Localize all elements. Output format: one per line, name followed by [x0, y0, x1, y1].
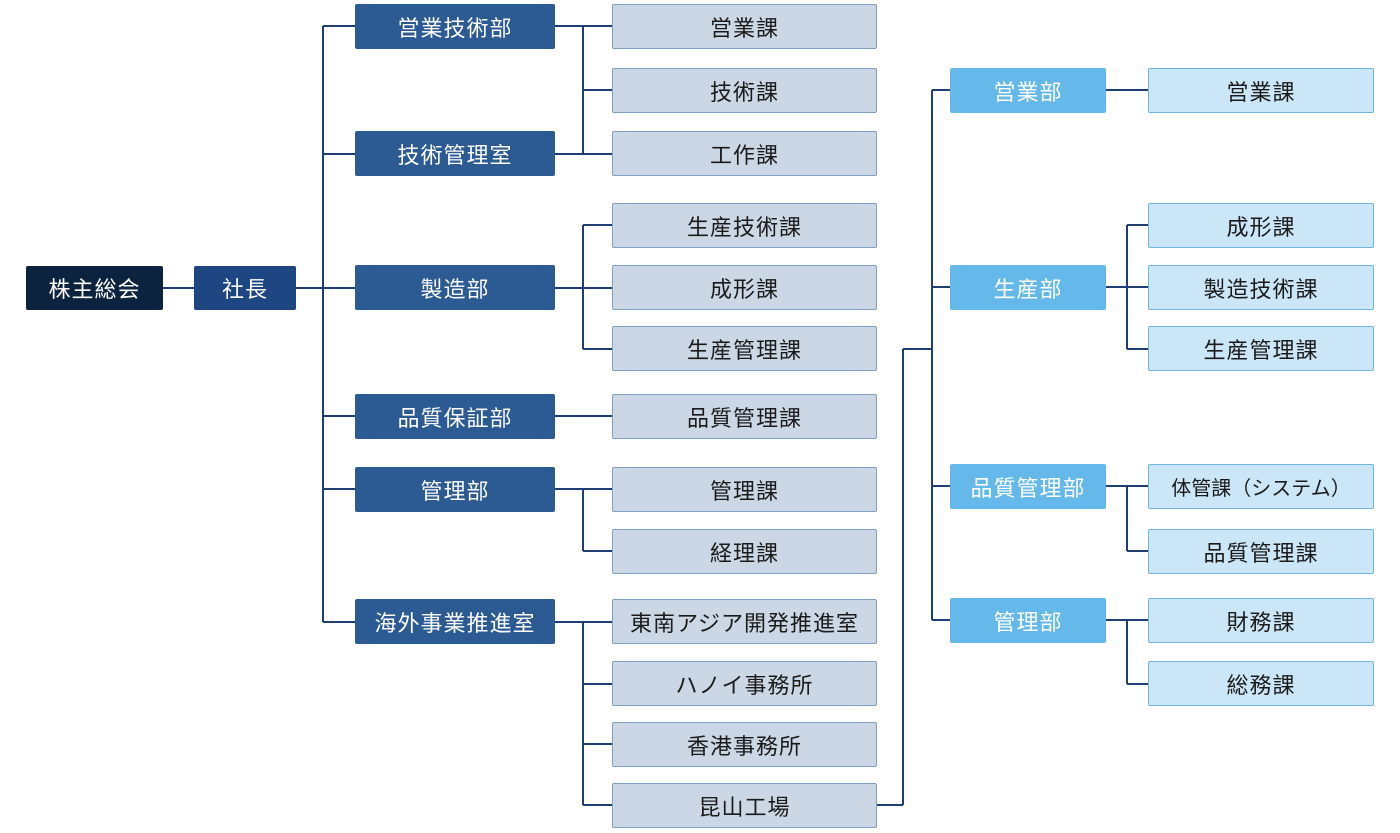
- section-box: 成形課: [612, 265, 877, 310]
- shareholders-meeting-box: 株主総会: [26, 266, 163, 310]
- section-box: 経理課: [612, 529, 877, 574]
- department-box: 品質保証部: [355, 394, 555, 439]
- plant-section-box: 製造技術課: [1148, 265, 1374, 310]
- department-box: 製造部: [355, 265, 555, 310]
- plant-section-box: 体管課（システム）: [1148, 464, 1374, 509]
- section-box: 東南アジア開発推進室: [612, 599, 877, 644]
- section-box: 香港事務所: [612, 722, 877, 767]
- section-box: 営業課: [612, 4, 877, 49]
- section-box: 品質管理課: [612, 394, 877, 439]
- plant-department-box: 管理部: [950, 598, 1106, 643]
- plant-department-box: 営業部: [950, 68, 1106, 113]
- section-box: ハノイ事務所: [612, 661, 877, 706]
- section-box: 昆山工場: [612, 783, 877, 828]
- plant-section-box: 総務課: [1148, 661, 1374, 706]
- section-box: 工作課: [612, 131, 877, 176]
- department-box: 海外事業推進室: [355, 599, 555, 644]
- section-box: 管理課: [612, 467, 877, 512]
- department-box: 管理部: [355, 467, 555, 512]
- department-box: 技術管理室: [355, 131, 555, 176]
- plant-department-box: 生産部: [950, 265, 1106, 310]
- plant-section-box: 成形課: [1148, 203, 1374, 248]
- plant-section-box: 営業課: [1148, 68, 1374, 113]
- plant-section-box: 財務課: [1148, 598, 1374, 643]
- department-box: 営業技術部: [355, 4, 555, 49]
- plant-section-box: 生産管理課: [1148, 326, 1374, 371]
- plant-section-box: 品質管理課: [1148, 529, 1374, 574]
- section-box: 技術課: [612, 68, 877, 113]
- section-box: 生産技術課: [612, 203, 877, 248]
- plant-department-box: 品質管理部: [950, 464, 1106, 509]
- section-box: 生産管理課: [612, 326, 877, 371]
- president-box: 社長: [194, 266, 296, 310]
